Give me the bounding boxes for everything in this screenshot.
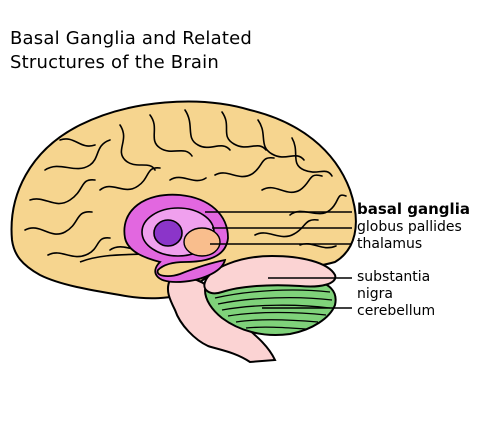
title-line-1: Basal Ganglia and Related (10, 28, 253, 49)
diagram-title: Basal Ganglia and Related Structures of … (10, 27, 252, 75)
thalamus-shape (183, 227, 221, 257)
leader-lines (205, 211, 352, 309)
label-nigra: nigra (357, 286, 393, 302)
cerebellum-folia (214, 289, 333, 330)
label-thalamus: thalamus (357, 236, 423, 252)
label-cerebellum: cerebellum (357, 303, 436, 319)
globus-pallides-shape (153, 219, 183, 247)
title-line-2: Structures of the Brain (10, 52, 219, 73)
label-substantia: substantia (357, 269, 431, 285)
label-globus-pallides: globus pallides (357, 219, 462, 235)
label-basal-ganglia: basal ganglia (357, 200, 470, 218)
substantia-nigra-shape (203, 254, 337, 295)
